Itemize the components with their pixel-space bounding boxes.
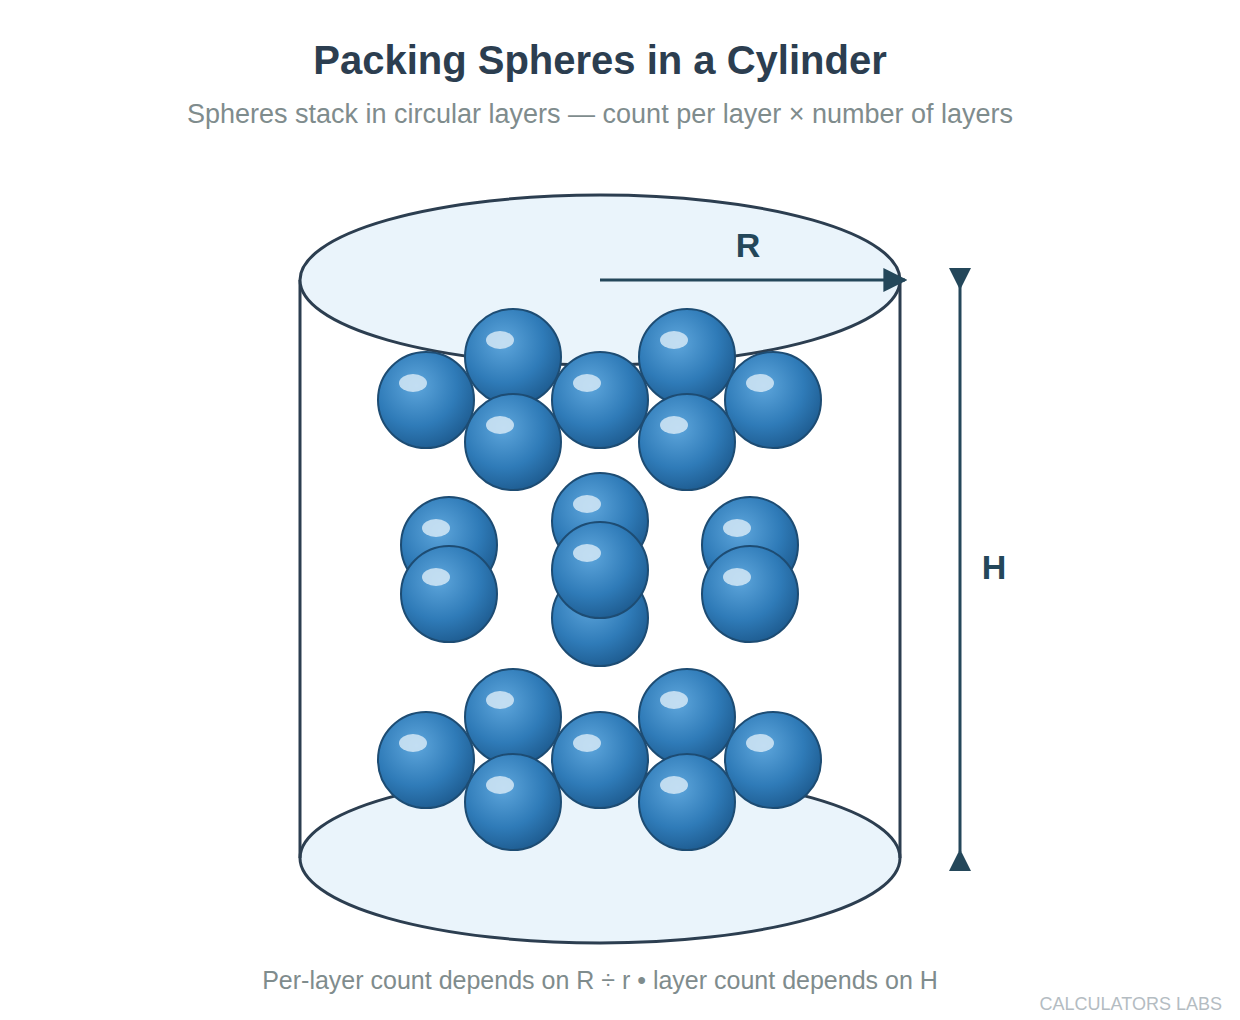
sphere-body — [639, 754, 735, 850]
sphere-highlight — [746, 374, 774, 392]
sphere — [378, 712, 474, 808]
sphere-body — [378, 712, 474, 808]
sphere-body — [465, 754, 561, 850]
sphere — [725, 352, 821, 448]
sphere-body — [552, 522, 648, 618]
sphere — [552, 522, 648, 618]
sphere — [725, 712, 821, 808]
dimension-label: H — [982, 548, 1007, 587]
sphere-highlight — [746, 734, 774, 752]
sphere-highlight — [486, 691, 514, 709]
sphere-highlight — [486, 416, 514, 434]
sphere-body — [465, 394, 561, 490]
caption: Per-layer count depends on R ÷ r • layer… — [262, 966, 938, 995]
sphere-body — [465, 309, 561, 405]
sphere-highlight — [660, 331, 688, 349]
sphere-body — [702, 546, 798, 642]
title: Packing Spheres in a Cylinder — [313, 38, 887, 83]
sphere-highlight — [422, 568, 450, 586]
sphere-highlight — [723, 519, 751, 537]
sphere-body — [639, 394, 735, 490]
sphere-group — [378, 309, 821, 850]
sphere — [702, 546, 798, 642]
sphere-highlight — [573, 495, 601, 513]
sphere — [639, 754, 735, 850]
sphere — [552, 712, 648, 808]
sphere-highlight — [573, 734, 601, 752]
sphere-body — [552, 352, 648, 448]
sphere-highlight — [486, 776, 514, 794]
sphere-highlight — [486, 331, 514, 349]
sphere-highlight — [399, 734, 427, 752]
sphere-body — [401, 546, 497, 642]
sphere — [465, 754, 561, 850]
sphere — [401, 546, 497, 642]
subtitle: Spheres stack in circular layers — count… — [187, 99, 1013, 130]
sphere — [552, 352, 648, 448]
sphere-highlight — [573, 374, 601, 392]
sphere-highlight — [422, 519, 450, 537]
sphere — [465, 309, 561, 405]
dimension-label: R — [736, 226, 761, 265]
sphere-highlight — [723, 568, 751, 586]
height-arrowhead — [949, 849, 971, 871]
watermark: CALCULATORS LABS — [1040, 994, 1222, 1015]
cylinder-wall — [899, 280, 902, 858]
height-arrowhead — [949, 268, 971, 290]
cylinder-wall — [299, 280, 302, 858]
sphere — [465, 394, 561, 490]
sphere — [639, 669, 735, 765]
sphere-highlight — [399, 374, 427, 392]
sphere-body — [639, 309, 735, 405]
sphere — [639, 309, 735, 405]
sphere-body — [465, 669, 561, 765]
sphere-body — [552, 712, 648, 808]
radius-arrow — [600, 279, 905, 282]
sphere — [639, 394, 735, 490]
sphere-highlight — [573, 544, 601, 562]
sphere — [378, 352, 474, 448]
sphere-body — [639, 669, 735, 765]
sphere — [465, 669, 561, 765]
height-line — [959, 285, 962, 852]
sphere-highlight — [660, 691, 688, 709]
sphere-body — [378, 352, 474, 448]
sphere-highlight — [660, 776, 688, 794]
sphere-highlight — [660, 416, 688, 434]
sphere-body — [725, 352, 821, 448]
sphere-body — [725, 712, 821, 808]
